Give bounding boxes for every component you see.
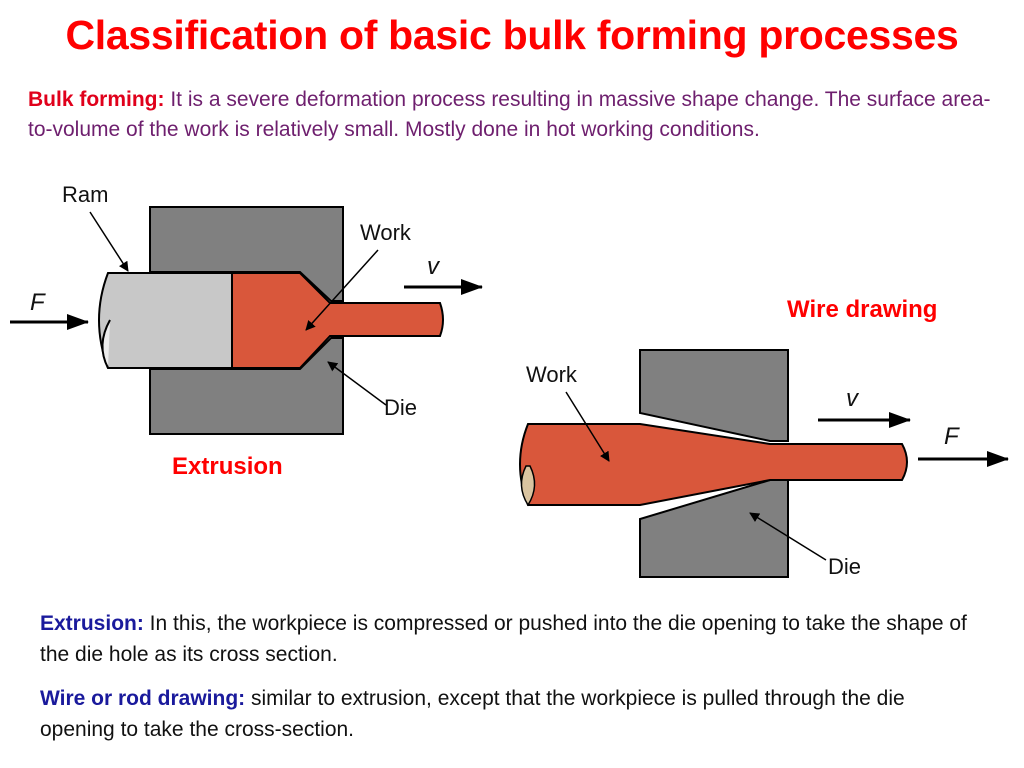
ram bbox=[98, 272, 233, 369]
extrusion-caption: Extrusion bbox=[172, 453, 283, 480]
intro-lead: Bulk forming: bbox=[28, 88, 165, 111]
wire-work bbox=[519, 423, 908, 506]
extrusion-definition-text: In this, the workpiece is compressed or … bbox=[40, 612, 967, 666]
page-title: Classification of basic bulk forming pro… bbox=[65, 12, 959, 58]
wire-die-upper bbox=[639, 349, 789, 442]
extrusion-billet bbox=[231, 272, 444, 369]
wire-drawing-definition: Wire or rod drawing: similar to extrusio… bbox=[40, 683, 980, 745]
wire-drawing-caption: Wire drawing bbox=[787, 296, 937, 323]
wire-drawing-definition-lead: Wire or rod drawing: bbox=[40, 687, 246, 710]
ram-label: Ram bbox=[62, 182, 108, 207]
wire-drawing-diagram: Work Die v F Wire drawing bbox=[519, 296, 1009, 579]
intro-paragraph: Bulk forming: It is a severe deformation… bbox=[28, 85, 1008, 145]
extrusion-definition-lead: Extrusion: bbox=[40, 612, 144, 635]
extrusion-definition: Extrusion: In this, the workpiece is com… bbox=[40, 608, 980, 670]
wire-die-pointer bbox=[749, 512, 827, 561]
wire-work-label: Work bbox=[526, 362, 578, 387]
extrusion-work-label: Work bbox=[360, 220, 412, 245]
wire-die-label: Die bbox=[828, 554, 861, 579]
wire-velocity-label: v bbox=[846, 385, 860, 412]
wire-drawing-definition-text: similar to extrusion, except that the wo… bbox=[40, 687, 905, 741]
ram-end-curve bbox=[101, 319, 111, 369]
intro-text: It is a severe deformation process resul… bbox=[28, 88, 991, 141]
extrusion-die-label: Die bbox=[384, 395, 417, 420]
wire-work-pointer bbox=[565, 391, 610, 462]
extrusion-diagram: Ram Work Die F v Extrusion bbox=[10, 182, 483, 480]
extrusion-die-pointer bbox=[327, 361, 387, 406]
wire-force-label: F bbox=[944, 423, 960, 450]
extrusion-force-label: F bbox=[30, 289, 46, 316]
wire-work-end bbox=[520, 465, 536, 507]
ram-pointer bbox=[89, 211, 129, 272]
extrusion-velocity-label: v bbox=[427, 253, 441, 280]
extrusion-work-pointer bbox=[305, 249, 379, 331]
